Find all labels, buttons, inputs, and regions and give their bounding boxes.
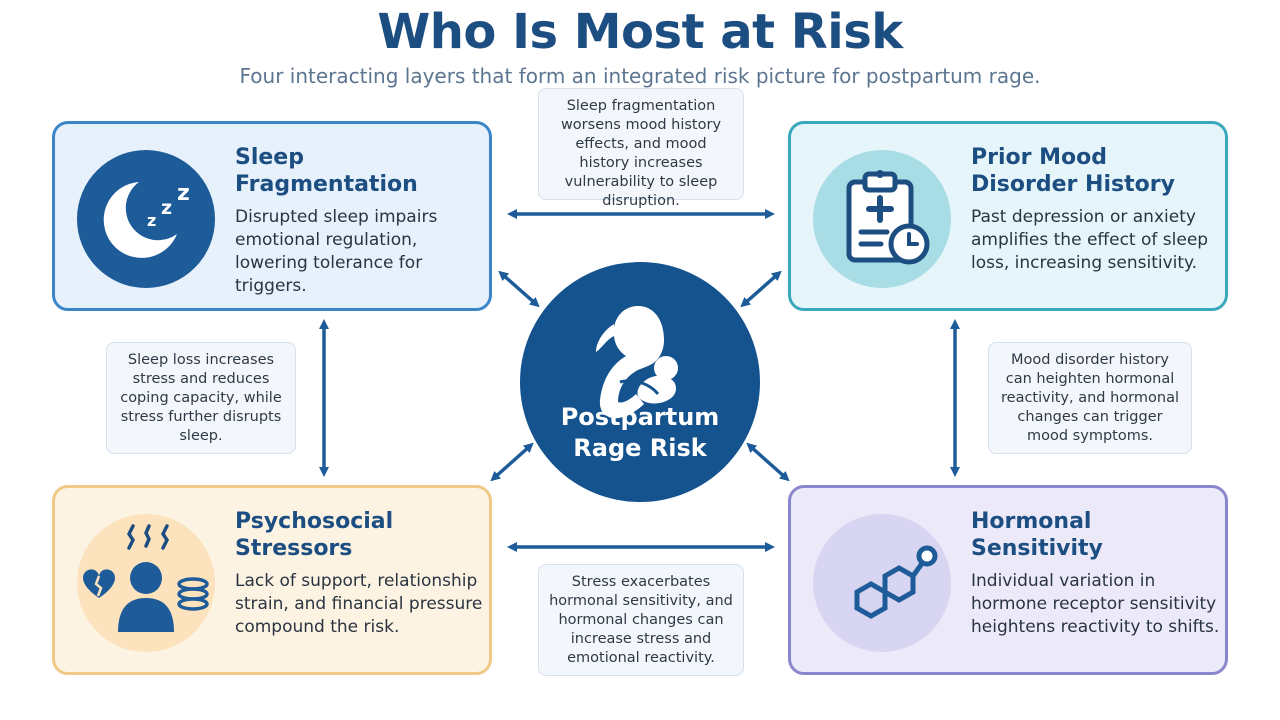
card-hormonal-sensitivity: Hormonal Sensitivity Individual variatio… <box>788 485 1228 675</box>
card-prior-mood-disorder: Prior Mood Disorder History Past depress… <box>788 121 1228 311</box>
center-label-line1: Postpartum <box>560 403 720 431</box>
note-sleep-stress: Sleep loss increases stress and reduces … <box>106 342 296 454</box>
page-subtitle: Four interacting layers that form an int… <box>239 64 1041 88</box>
stressed-person-icon <box>77 514 215 652</box>
note-mood-hormone: Mood disorder history can heighten hormo… <box>988 342 1192 454</box>
svg-text:z: z <box>147 211 156 230</box>
center-node: Postpartum Rage Risk <box>520 262 760 502</box>
mother-baby-icon <box>596 306 678 419</box>
card-title: Sleep Fragmentation <box>235 145 418 197</box>
card-description: Lack of support, relationship strain, an… <box>235 571 483 637</box>
clipboard-clock-icon <box>813 150 951 288</box>
svg-text:z: z <box>177 181 190 206</box>
card-title: Prior Mood Disorder History <box>971 145 1175 197</box>
moon-zzz-icon: z z z <box>77 150 215 288</box>
center-label-line2: Rage Risk <box>573 434 707 462</box>
card-title: Psychosocial Stressors <box>235 509 394 561</box>
page-title: Who Is Most at Risk <box>377 4 903 60</box>
card-description: Individual variation in hormone receptor… <box>971 571 1220 637</box>
card-title: Hormonal Sensitivity <box>971 509 1103 561</box>
center-label: Postpartum Rage Risk <box>540 402 740 464</box>
card-description: Past depression or anxiety amplifies the… <box>971 207 1209 273</box>
card-sleep-fragmentation: z z z Sleep Fragmentation Disrupted slee… <box>52 121 492 311</box>
note-sleep-mood: Sleep fragmentation worsens mood history… <box>538 88 744 209</box>
note-stress-hormone: Stress exacerbates hormonal sensitivity,… <box>538 564 744 676</box>
molecule-icon <box>813 514 951 652</box>
card-psychosocial-stressors: Psychosocial Stressors Lack of support, … <box>52 485 492 675</box>
svg-text:z: z <box>161 197 172 219</box>
card-description: Disrupted sleep impairs emotional regula… <box>235 207 438 296</box>
